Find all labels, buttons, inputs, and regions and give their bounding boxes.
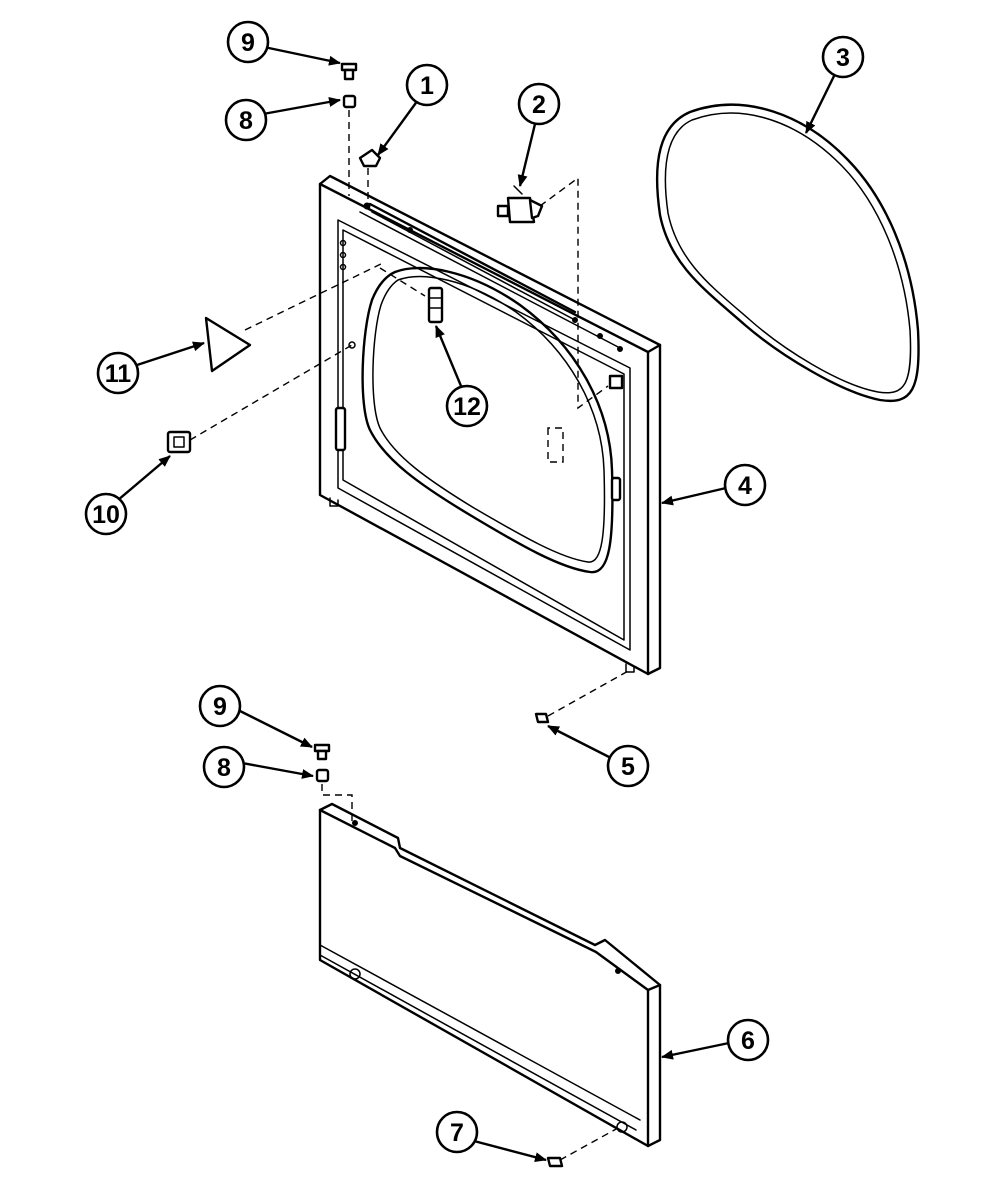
svg-text:11: 11	[105, 360, 132, 388]
door-switch-part	[496, 185, 544, 224]
hinge-clip-part	[427, 286, 444, 324]
callout-2: 2	[517, 82, 561, 126]
svg-text:7: 7	[450, 1119, 464, 1147]
svg-text:4: 4	[738, 472, 752, 500]
svg-text:9: 9	[213, 693, 227, 721]
clip-part	[358, 148, 382, 168]
svg-text:3: 3	[836, 44, 850, 72]
svg-text:9: 9	[241, 29, 255, 57]
callout-8-top: 8	[224, 98, 268, 142]
svg-text:8: 8	[239, 107, 253, 135]
door-gasket-part	[655, 103, 920, 403]
callout-9-top: 9	[226, 20, 270, 64]
callout-3: 3	[821, 35, 865, 79]
callout-9-bottom: 9	[198, 684, 242, 728]
callout-12: 12	[445, 384, 489, 428]
callout-8-bottom: 8	[202, 745, 246, 789]
strike-part	[166, 430, 192, 454]
svg-text:12: 12	[453, 393, 481, 421]
callout-7: 7	[435, 1110, 479, 1154]
triangle-part	[204, 316, 252, 373]
screw-part-bottom	[313, 743, 331, 761]
svg-text:8: 8	[217, 754, 231, 782]
toe-panel-part	[318, 802, 662, 1148]
svg-text:2: 2	[532, 91, 546, 119]
spacer-part-top	[342, 94, 357, 109]
svg-text:10: 10	[92, 501, 120, 529]
callout-11: 11	[96, 351, 140, 395]
callout-6: 6	[726, 1018, 770, 1062]
svg-text:5: 5	[621, 753, 635, 781]
callouts: 9 8 1 2 3 11	[84, 20, 865, 1163]
front-panel-part	[318, 174, 662, 676]
assembly-dashed-lines	[189, 110, 631, 1161]
screw-part-5	[534, 712, 550, 724]
svg-text:6: 6	[741, 1027, 755, 1055]
screw-part-7	[546, 1156, 564, 1168]
spacer-part-bottom	[315, 768, 330, 783]
screw-part-top	[340, 62, 358, 81]
svg-text:1: 1	[420, 72, 434, 100]
callout-5: 5	[606, 744, 650, 788]
callout-10: 10	[84, 492, 128, 536]
callout-1: 1	[405, 63, 449, 107]
callout-4: 4	[723, 463, 767, 507]
